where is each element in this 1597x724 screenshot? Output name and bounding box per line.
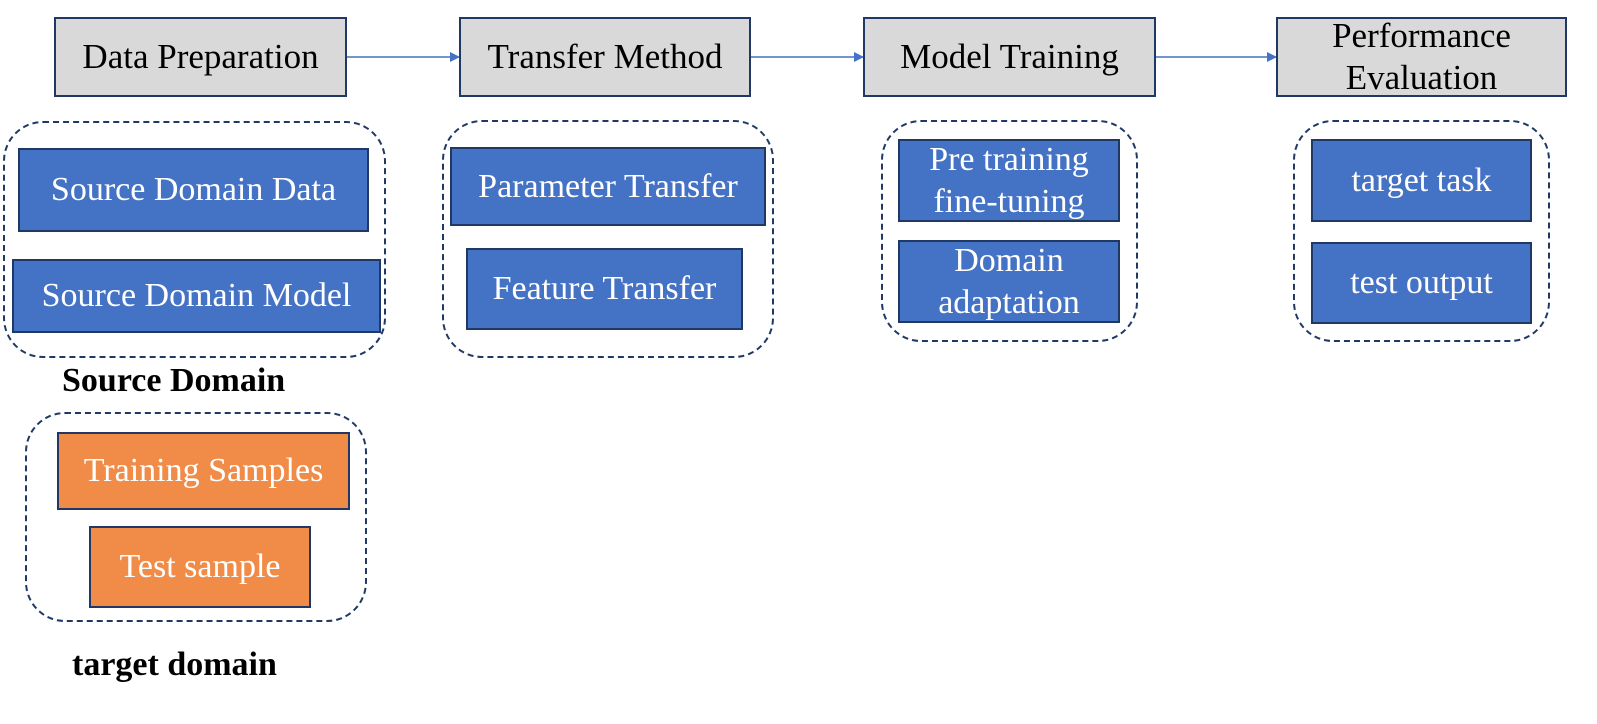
pre-training-line1: Pre training — [929, 140, 1089, 178]
training-samples-label: Training Samples — [83, 452, 324, 489]
source-domain-caption: Source Domain — [62, 362, 286, 399]
target-domain-caption: target domain — [72, 646, 277, 683]
stage-data-preparation-label: Data Preparation — [82, 37, 319, 76]
domain-adaptation-box: Domain adaptation — [898, 240, 1120, 323]
target-domain-group — [25, 412, 367, 622]
stage-model-training-label: Model Training — [900, 37, 1119, 76]
stage-performance-evaluation-line1: Performance — [1332, 16, 1511, 55]
stage-transfer-method-label: Transfer Method — [487, 37, 723, 76]
performance-evaluation-group — [1293, 120, 1550, 342]
source-domain-model-box: Source Domain Model — [12, 259, 381, 333]
pre-training-line2: fine-tuning — [933, 182, 1085, 220]
stage-data-preparation: Data Preparation — [54, 17, 347, 97]
stage-model-training: Model Training — [863, 17, 1156, 97]
source-domain-group — [3, 121, 386, 358]
stage-transfer-method: Transfer Method — [459, 17, 751, 97]
test-output-label: test output — [1350, 264, 1493, 301]
test-sample-label: Test sample — [119, 548, 281, 585]
domain-adaptation-line1: Domain — [954, 241, 1064, 279]
stage-performance-evaluation-line2: Evaluation — [1345, 58, 1498, 97]
parameter-transfer-box: Parameter Transfer — [450, 147, 766, 226]
feature-transfer-label: Feature Transfer — [492, 270, 717, 307]
test-sample-box: Test sample — [89, 526, 311, 608]
test-output-box: test output — [1311, 242, 1532, 324]
target-task-label: target task — [1351, 161, 1492, 199]
training-samples-box: Training Samples — [57, 432, 350, 510]
source-domain-model-label: Source Domain Model — [41, 277, 352, 314]
source-domain-data-box: Source Domain Data — [18, 148, 369, 232]
pre-training-box: Pre training fine-tuning — [898, 139, 1120, 222]
domain-adaptation-line2: adaptation — [938, 283, 1080, 321]
parameter-transfer-label: Parameter Transfer — [478, 167, 738, 205]
transfer-method-group — [442, 120, 774, 358]
model-training-group — [881, 120, 1138, 342]
target-task-box: target task — [1311, 139, 1532, 222]
source-domain-data-label: Source Domain Data — [50, 171, 337, 208]
stage-performance-evaluation: Performance Evaluation — [1276, 16, 1567, 97]
feature-transfer-box: Feature Transfer — [466, 248, 743, 330]
